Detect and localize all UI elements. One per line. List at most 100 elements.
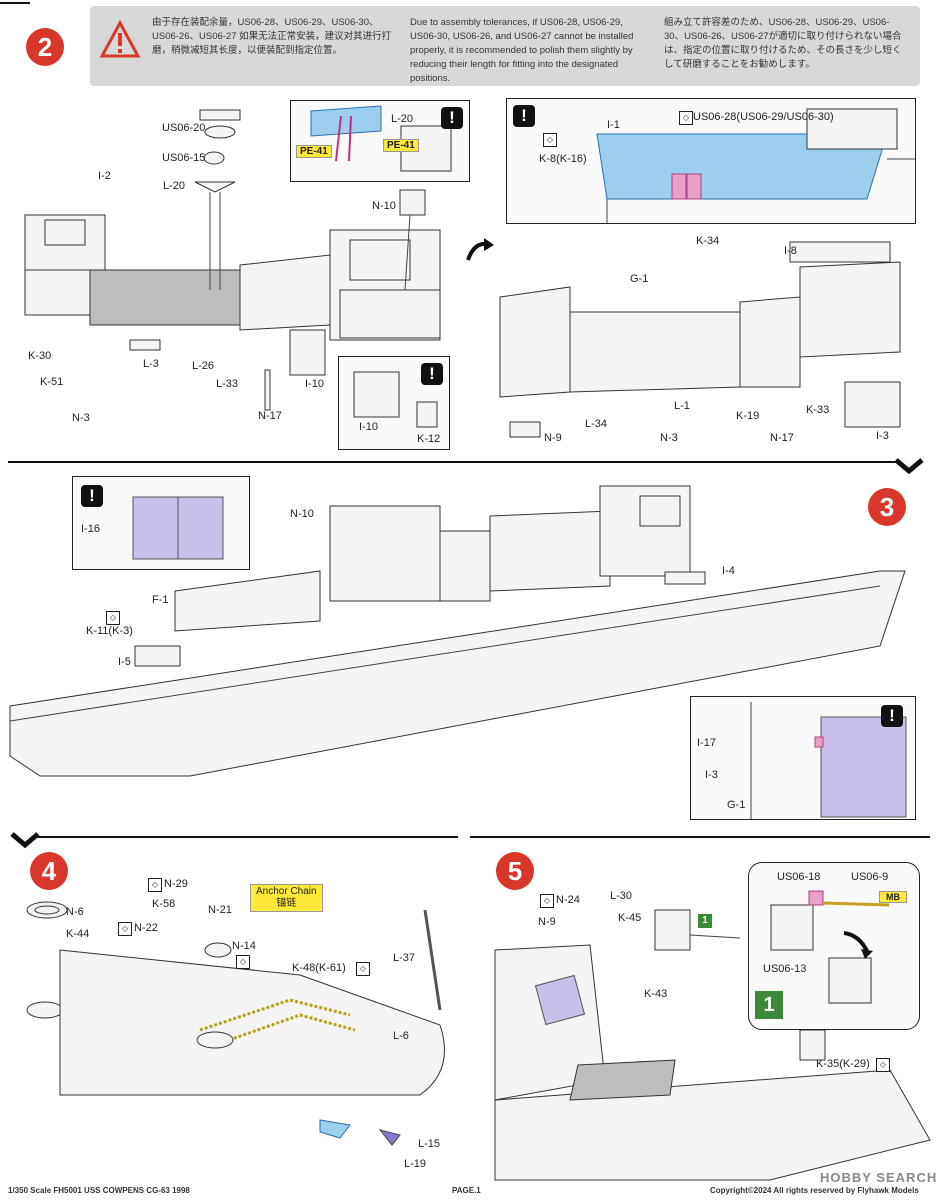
label-i-10: I-10 [305, 378, 324, 390]
label-n-29: N-29 [164, 878, 188, 890]
cut-icon: ◇ [540, 894, 554, 908]
label-l-33: L-33 [216, 378, 239, 390]
inset-gun-drawing [770, 890, 890, 1004]
label-k-48: K-48(K-61) [292, 962, 346, 974]
label-i-17: I-17 [697, 737, 716, 749]
cut-icon: ◇ [118, 922, 132, 936]
step3-bottom-divider-right [470, 836, 930, 838]
caution-icon: ! [881, 705, 903, 727]
anchor-chain-label-en: Anchor Chain [256, 886, 317, 897]
watermark-hobby-search: HOBBY SEARCH [820, 1170, 938, 1185]
step2-superstructure-drawing [24, 109, 441, 411]
step3-ship-drawing [9, 485, 906, 777]
label-n-10-step3: N-10 [290, 508, 314, 520]
label-n-9: N-9 [544, 432, 562, 444]
label-l-30: L-30 [610, 890, 633, 902]
label-n-21: N-21 [208, 904, 232, 916]
sub-step-1-badge-large: 1 [755, 991, 783, 1019]
step3-bottom-divider-left [36, 836, 458, 838]
label-us06-18: US06-18 [777, 871, 821, 883]
caution-icon: ! [81, 485, 103, 507]
label-k-33: K-33 [806, 404, 830, 416]
label-n-9-step5: N-9 [538, 916, 556, 928]
label-i-10-inset: I-10 [359, 421, 378, 433]
assembly-notice: 由于存在装配余量，US06-28、US06-29、US06-30、US06-26… [90, 6, 920, 86]
label-k-12: K-12 [417, 433, 441, 445]
label-l-20-inset: L-20 [391, 113, 414, 125]
top-divider [0, 2, 30, 4]
chevron-down-icon [10, 832, 40, 849]
step4-bow-drawing [26, 901, 445, 1146]
label-l-37: L-37 [393, 952, 416, 964]
label-l-15: L-15 [418, 1138, 441, 1150]
step-2-badge: 2 [26, 28, 64, 66]
cut-icon: ◇ [679, 111, 693, 125]
label-i-5: I-5 [118, 656, 131, 668]
footer-scale-title: 1/350 Scale FH5001 USS COWPENS CG-63 199… [8, 1186, 190, 1195]
chevron-down-icon [894, 458, 924, 475]
label-k-19: K-19 [736, 410, 760, 422]
inset-pe41: PE-41 PE-41 L-20 ! [290, 100, 470, 182]
label-n-17: N-17 [258, 410, 282, 422]
label-us06-28: US06-28(US06-29/US06-30) [693, 111, 834, 123]
cut-icon: ◇ [148, 878, 162, 892]
cut-icon: ◇ [106, 611, 120, 625]
inset-i10-drawing [353, 371, 438, 428]
label-l-1: L-1 [674, 400, 690, 412]
anchor-chain-label-cn: 锚链 [276, 898, 297, 909]
label-k-30: K-30 [28, 350, 52, 362]
notice-chinese: 由于存在装配余量，US06-28、US06-29、US06-30、US06-26… [152, 17, 392, 56]
label-i-8: I-8 [784, 245, 797, 257]
label-us06-15: US06-15 [162, 152, 206, 164]
caution-icon: ! [441, 107, 463, 129]
label-l-34: L-34 [585, 418, 608, 430]
label-i-2: I-2 [98, 170, 111, 182]
step2-bottom-divider [8, 461, 898, 463]
step2-hull-drawing [499, 241, 901, 438]
label-n-17-right: N-17 [770, 432, 794, 444]
label-f-1: F-1 [152, 594, 169, 606]
caution-icon: ! [421, 363, 443, 385]
inset-i16-drawing [132, 496, 224, 560]
step-3-badge: 3 [868, 488, 906, 526]
proceed-arrow-icon [466, 238, 494, 261]
inset-us06-28-drawing [596, 108, 915, 223]
label-k-58: K-58 [152, 898, 176, 910]
pe41-tag-right: PE-41 [383, 139, 419, 152]
cut-icon: ◇ [543, 133, 557, 147]
label-k-8: K-8(K-16) [539, 153, 587, 165]
label-i-3: I-3 [876, 430, 889, 442]
label-k-43: K-43 [644, 988, 668, 1000]
step-5-badge: 5 [496, 852, 534, 890]
label-i-4: I-4 [722, 565, 735, 577]
label-i-16: I-16 [81, 523, 100, 535]
label-n-22: N-22 [134, 922, 158, 934]
inset-i17: ! I-17 I-3 G-1 [690, 696, 916, 820]
label-k-44: K-44 [66, 928, 90, 940]
label-l-20: L-20 [163, 180, 186, 192]
notice-english: Due to assembly tolerances, if US06-28, … [410, 17, 634, 84]
label-n-3: N-3 [72, 412, 90, 424]
label-k-35: K-35(K-29) [816, 1058, 870, 1070]
pe41-tag-left: PE-41 [296, 145, 332, 158]
inset-i16: ! I-16 [72, 476, 250, 570]
label-n-24: N-24 [556, 894, 580, 906]
label-l-19: L-19 [404, 1158, 427, 1170]
step-4-badge: 4 [30, 852, 68, 890]
cut-icon: ◇ [356, 962, 370, 976]
step5-foredeck-drawing [494, 907, 931, 1181]
label-n-10: N-10 [372, 200, 396, 212]
footer-copyright: Copyright©2024 All rights reserved by Fl… [710, 1186, 919, 1195]
label-l-3: L-3 [143, 358, 159, 370]
inset-i17-drawing [750, 702, 907, 819]
label-n-3-right: N-3 [660, 432, 678, 444]
label-i-3-step3: I-3 [705, 769, 718, 781]
label-k-45: K-45 [618, 912, 642, 924]
label-k-11: K-11(K-3) [86, 625, 133, 637]
inset-us06-28: ! ◇ I-1 K-8(K-16) ◇ US06-28(US06-29/US06… [506, 98, 916, 224]
label-n-6: N-6 [66, 906, 84, 918]
label-k-34: K-34 [696, 235, 720, 247]
label-us06-20: US06-20 [162, 122, 206, 134]
label-g-1: G-1 [630, 273, 649, 285]
label-n-14: N-14 [232, 940, 256, 952]
